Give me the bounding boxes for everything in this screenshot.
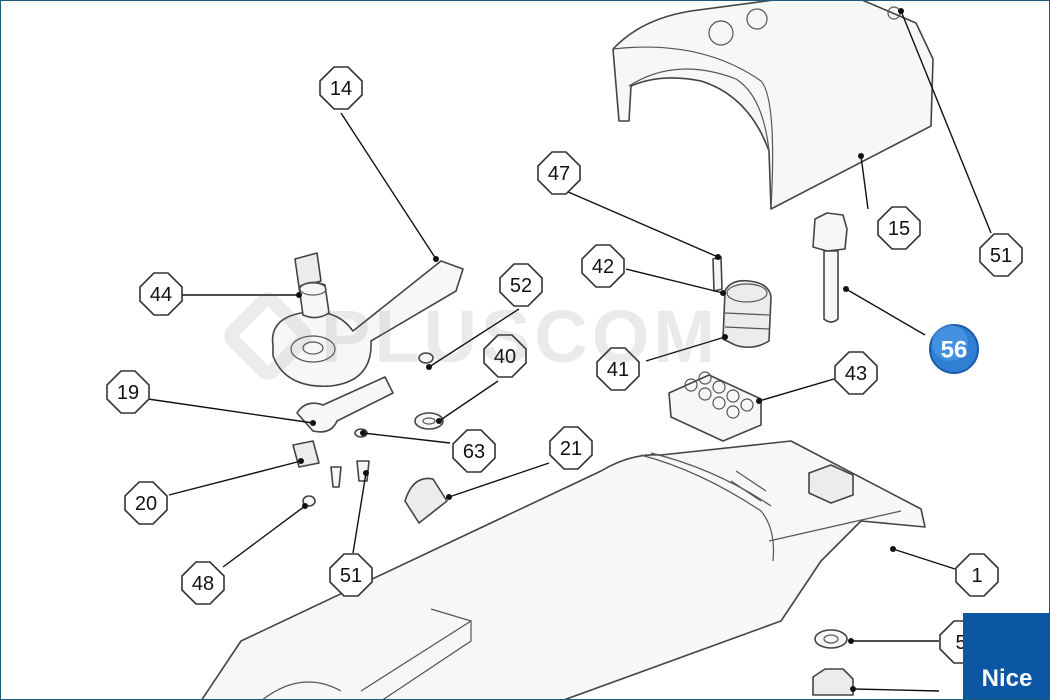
callout-56-highlighted: 56	[929, 324, 979, 374]
part-main-body	[201, 440, 926, 699]
callout-48: 48	[181, 561, 225, 605]
svg-text:63: 63	[463, 441, 485, 463]
callout-40: 40	[483, 334, 527, 378]
svg-text:42: 42	[592, 256, 614, 278]
callout-63: 63	[452, 429, 496, 473]
leader-lines	[147, 10, 992, 692]
callout-43: 43	[834, 351, 878, 395]
part-cover	[612, 1, 934, 210]
part-gland	[712, 256, 772, 349]
callout-51-bottom: 51	[329, 553, 373, 597]
svg-text:20: 20	[135, 493, 157, 515]
part-key-cylinder	[294, 252, 330, 319]
callout-19: 19	[106, 370, 150, 414]
svg-text:15: 15	[888, 218, 910, 240]
svg-text:51: 51	[990, 245, 1012, 267]
svg-text:44: 44	[150, 284, 172, 306]
brand-logo: Nice	[963, 613, 1049, 699]
svg-text:14: 14	[330, 78, 352, 100]
svg-text:43: 43	[845, 363, 867, 385]
svg-text:48: 48	[192, 573, 214, 595]
svg-text:21: 21	[560, 438, 582, 460]
part-lever	[271, 260, 464, 388]
svg-text:51: 51	[340, 565, 362, 587]
callout-1: 1	[955, 553, 999, 597]
svg-text:40: 40	[494, 346, 516, 368]
callout-51-top: 51	[979, 233, 1023, 277]
leader-dots	[296, 8, 904, 692]
svg-text:52: 52	[510, 275, 532, 297]
brand-logo-text: Nice	[981, 665, 1033, 692]
callout-21: 21	[549, 426, 593, 470]
callout-15: 15	[877, 206, 921, 250]
callout-20: 20	[124, 481, 168, 525]
part-small-hardware	[292, 352, 854, 696]
callout-42: 42	[581, 244, 625, 288]
svg-text:41: 41	[607, 359, 629, 381]
callout-52: 52	[499, 263, 543, 307]
callout-47: 47	[537, 151, 581, 195]
svg-text:47: 47	[548, 163, 570, 185]
callout-44: 44	[139, 272, 183, 316]
callout-41: 41	[596, 347, 640, 391]
svg-text:5: 5	[955, 632, 966, 654]
part-release-key	[296, 376, 394, 433]
part-terminal-block	[668, 371, 762, 442]
callout-14: 14	[319, 66, 363, 110]
svg-text:19: 19	[117, 382, 139, 404]
part-bolt	[812, 212, 848, 323]
svg-text:1: 1	[971, 565, 982, 587]
svg-text:56: 56	[941, 337, 968, 364]
